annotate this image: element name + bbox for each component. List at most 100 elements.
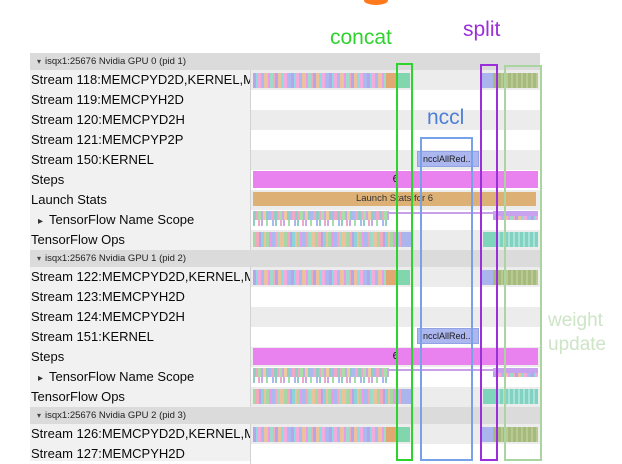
track-label: Stream 119:MEMCPYH2D bbox=[31, 90, 250, 110]
track-label: ▸ TensorFlow Name Scope bbox=[31, 367, 250, 387]
name-scope-right-stripes bbox=[493, 216, 538, 220]
track-chart-area bbox=[250, 90, 541, 110]
annotation-split: split bbox=[463, 18, 501, 41]
split-kernel-segment bbox=[481, 270, 493, 285]
track-label: Launch Stats bbox=[31, 190, 250, 210]
stream-activity-stripes bbox=[253, 270, 386, 285]
track-label: TensorFlow Ops bbox=[31, 387, 250, 407]
track-chart-area bbox=[250, 267, 541, 287]
steps-bar[interactable]: 6 bbox=[253, 171, 538, 188]
track-label: Stream 118:MEMCPYD2D,KERNEL,ME bbox=[31, 70, 250, 90]
split-kernel-segment bbox=[481, 427, 493, 442]
track-label-text: Stream 151:KERNEL bbox=[31, 329, 154, 344]
weight-update-highlight-box bbox=[504, 65, 542, 461]
expand-triangle-icon[interactable]: ▸ bbox=[38, 373, 44, 384]
nccl-allreduce-bar[interactable]: ncclAllRed... bbox=[417, 151, 479, 167]
track-label: Stream 151:KERNEL bbox=[31, 327, 250, 347]
name-scope-right-stripes bbox=[493, 373, 538, 377]
concat-kernel-segment bbox=[398, 427, 410, 442]
track-chart-area bbox=[250, 287, 541, 307]
annotation-weight-update: weight update bbox=[548, 309, 606, 357]
track-label: Stream 123:MEMCPYH2D bbox=[31, 287, 250, 307]
nccl-highlight-box bbox=[420, 137, 473, 461]
timeline-row: TensorFlow Ops bbox=[0, 387, 622, 407]
track-label-text: Stream 124:MEMCPYD2H bbox=[31, 309, 185, 324]
collapse-triangle-icon[interactable]: ▾ bbox=[37, 254, 42, 263]
track-label-text: Stream 123:MEMCPYH2D bbox=[31, 289, 185, 304]
timeline-row: Steps 6 bbox=[0, 170, 622, 190]
track-label-text: Stream 120:MEMCPYD2H bbox=[31, 112, 185, 127]
track-label-text: Stream 122:MEMCPYD2D,KERNEL,MI bbox=[31, 269, 250, 284]
track-chart-area bbox=[250, 70, 541, 90]
gpu-section-title: isqx1:25676 Nvidia GPU 2 (pid 3) bbox=[45, 410, 187, 421]
track-chart-area bbox=[250, 130, 541, 150]
track-label-text: TensorFlow Name Scope bbox=[49, 369, 195, 384]
gpu-section-title: isqx1:25676 Nvidia GPU 0 (pid 1) bbox=[45, 56, 187, 67]
track-label: TensorFlow Ops bbox=[31, 230, 250, 250]
track-chart-area bbox=[250, 367, 541, 387]
annotation-weight-update-line1: weight bbox=[548, 310, 603, 331]
tf-ops-stripes bbox=[253, 389, 401, 404]
timeline-row: Stream 123:MEMCPYH2D bbox=[0, 287, 622, 307]
timeline-row: Stream 119:MEMCPYH2D bbox=[0, 90, 622, 110]
name-scope-right-bar bbox=[493, 211, 538, 216]
track-label-text: Steps bbox=[31, 349, 65, 364]
timeline-sections: ▾isqx1:25676 Nvidia GPU 0 (pid 1)Stream … bbox=[0, 53, 622, 464]
steps-bar[interactable]: 6 bbox=[253, 348, 538, 365]
timeline-row: Stream 120:MEMCPYD2H bbox=[0, 110, 622, 130]
track-label-text: Launch Stats bbox=[31, 192, 107, 207]
name-scope-right-bar bbox=[493, 368, 538, 373]
track-label: Stream 150:KERNEL bbox=[31, 150, 250, 170]
annotation-weight-update-line2: update bbox=[548, 334, 607, 355]
track-chart-area bbox=[250, 110, 541, 130]
timeline-row: Stream 118:MEMCPYD2D,KERNEL,ME bbox=[0, 70, 622, 90]
stream-activity-stripes bbox=[253, 427, 386, 442]
concat-kernel-segment bbox=[398, 73, 410, 88]
timeline-row: TensorFlow Ops bbox=[0, 230, 622, 250]
track-label-text: TensorFlow Name Scope bbox=[49, 212, 195, 227]
collapse-triangle-icon[interactable]: ▾ bbox=[37, 411, 42, 420]
tf-ops-teal-segment bbox=[483, 232, 495, 247]
memcpy-segment bbox=[386, 427, 398, 442]
track-label-text: Steps bbox=[31, 172, 65, 187]
memcpy-segment bbox=[386, 270, 398, 285]
tf-ops-teal-segment bbox=[483, 389, 495, 404]
track-label-text: Stream 150:KERNEL bbox=[31, 152, 154, 167]
timeline-row: Stream 126:MEMCPYD2D,KERNEL,MI bbox=[0, 424, 622, 444]
timeline-row: Steps 6 bbox=[0, 347, 622, 367]
stream-activity-stripes bbox=[253, 73, 386, 88]
timeline-row: Stream 122:MEMCPYD2D,KERNEL,MI bbox=[0, 267, 622, 287]
timeline-row: Stream 127:MEMCPYH2D bbox=[0, 444, 622, 464]
expand-triangle-icon[interactable]: ▸ bbox=[38, 216, 44, 227]
tf-ops-blue-segment bbox=[401, 232, 412, 247]
collapse-triangle-icon[interactable]: ▾ bbox=[37, 57, 42, 66]
timeline-row: ▸ TensorFlow Name Scope bbox=[0, 210, 622, 230]
name-scope-continuation-line bbox=[389, 369, 538, 371]
track-chart-area: 6 bbox=[250, 170, 541, 190]
split-kernel-segment bbox=[481, 73, 493, 88]
track-chart-area bbox=[250, 444, 541, 464]
track-label-text: Stream 127:MEMCPYH2D bbox=[31, 446, 185, 461]
track-chart-area: ncclAllRed... bbox=[250, 150, 541, 170]
annotation-nccl: nccl bbox=[427, 106, 465, 129]
track-label: Stream 126:MEMCPYD2D,KERNEL,MI bbox=[31, 424, 250, 444]
track-chart-area bbox=[250, 210, 541, 230]
timeline-row: Launch Stats Launch Stats for 6 bbox=[0, 190, 622, 210]
track-chart-area: ncclAllRed... bbox=[250, 327, 541, 347]
timeline-row: Stream 150:KERNEL ncclAllRed... bbox=[0, 150, 622, 170]
timeline-row: ▸ TensorFlow Name Scope bbox=[0, 367, 622, 387]
name-scope-continuation-line bbox=[389, 212, 538, 214]
track-label-text: TensorFlow Ops bbox=[31, 232, 125, 247]
launch-stats-bar[interactable]: Launch Stats for 6 bbox=[253, 192, 536, 206]
cropped-orange-glyph bbox=[364, 0, 388, 5]
concat-highlight-box bbox=[396, 63, 413, 461]
split-highlight-box bbox=[480, 64, 498, 461]
nccl-allreduce-bar[interactable]: ncclAllRed... bbox=[417, 328, 479, 344]
name-scope-flame-top bbox=[253, 368, 389, 377]
gpu-section-header-bar[interactable]: ▾isqx1:25676 Nvidia GPU 0 (pid 1) bbox=[30, 53, 540, 70]
track-label-text: Stream 121:MEMCPYP2P bbox=[31, 132, 184, 147]
track-label: ▸ TensorFlow Name Scope bbox=[31, 210, 250, 230]
name-scope-flame-fringe bbox=[253, 377, 389, 383]
memcpy-segment bbox=[386, 73, 398, 88]
track-label: Steps bbox=[31, 347, 250, 367]
